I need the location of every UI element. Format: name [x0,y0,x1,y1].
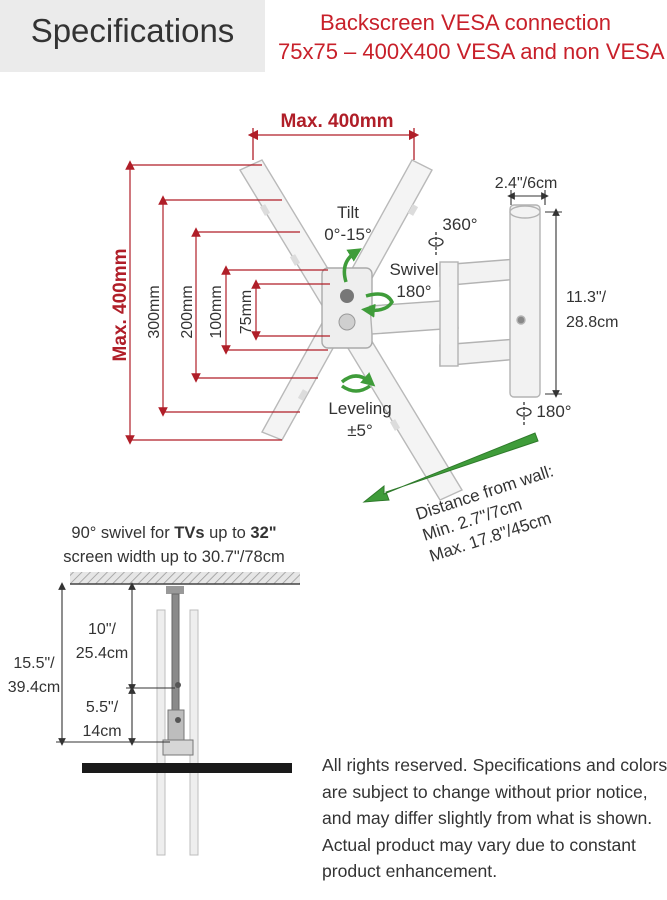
vesa-height-dimensions [125,160,330,445]
swivel-range-label: 180° [396,282,431,301]
rotation-180-label: 180° [536,402,571,421]
caption-part-1: 90° swivel for [71,524,174,542]
ceiling-mount-pole [156,586,199,856]
tilt-label: Tilt [337,203,359,222]
leveling-range-label: ±5° [347,421,373,440]
arm-width-label: 2.4"/6cm [495,175,558,192]
ceiling-surface [70,572,300,584]
vesa-subtitle-line-2: 75x75 – 400X400 VESA and non VESA [278,39,665,64]
arm-width-dimension [507,190,549,205]
ceiling-lower-label-1: 5.5"/ [86,699,119,716]
ceiling-upper-label-2: 25.4cm [76,645,128,662]
vesa-200-label: 200mm [179,285,196,338]
rotate-360-icon [428,232,444,256]
caption-part-2: up to [205,524,251,542]
vesa-75-label: 75mm [238,290,255,334]
notice-line-2: are subject to change without prior noti… [322,781,648,802]
ceiling-caption-line-2: screen width up to 30.7"/78cm [63,548,284,566]
notice-line-4: Actual product may vary due to constant [322,834,636,855]
ceiling-total-label-2: 39.4cm [8,679,60,696]
header-panel [0,0,265,72]
ceiling-dimension-lines [56,582,175,746]
legal-notice: All rights reserved. Specifications and … [322,752,667,885]
swivel-label: Swivel [389,260,438,279]
ceiling-upper-label-1: 10"/ [88,621,116,638]
leveling-rotation-icon [340,372,376,393]
arm-height-label-2: 28.8cm [566,314,618,331]
tilt-range-label: 0°-15° [324,225,372,244]
arm-height-dimension [545,208,562,398]
ceiling-caption-line-1: 90° swivel for TVs up to 32" [71,524,276,542]
page-title: Specifications [30,12,235,49]
caption-size: 32" [250,524,276,542]
vesa-subtitle-line-1: Backscreen VESA connection [319,10,612,35]
swivel-rotation-icon [361,292,394,318]
tv-panel [82,763,292,773]
arm-height-label-1: 11.3"/ [566,289,607,306]
articulating-arm [369,204,541,398]
max-height-label: Max. 400mm [110,248,131,361]
caption-tvs: TVs [174,524,204,542]
distance-arrow [362,432,539,503]
ceiling-lower-label-2: 14cm [82,723,121,740]
ceiling-total-label-1: 15.5"/ [13,655,55,672]
vesa-width-dimension [247,128,420,160]
vesa-100-label: 100mm [208,285,225,338]
leveling-label: Leveling [328,399,391,418]
max-width-label: Max. 400mm [280,111,393,132]
vesa-300-label: 300mm [146,285,163,338]
tilt-rotation-icon [342,248,362,283]
arm-slot-holes [259,204,419,431]
notice-line-5: product enhancement. [322,861,498,882]
rotation-360-label: 360° [442,215,477,234]
notice-line-3: and may differ slightly from what is sho… [322,808,653,829]
rotate-180-icon [516,402,532,426]
notice-line-1: All rights reserved. Specifications and … [322,755,667,775]
vesa-subtitle: Backscreen VESA connection 75x75 – 400X4… [278,8,665,66]
